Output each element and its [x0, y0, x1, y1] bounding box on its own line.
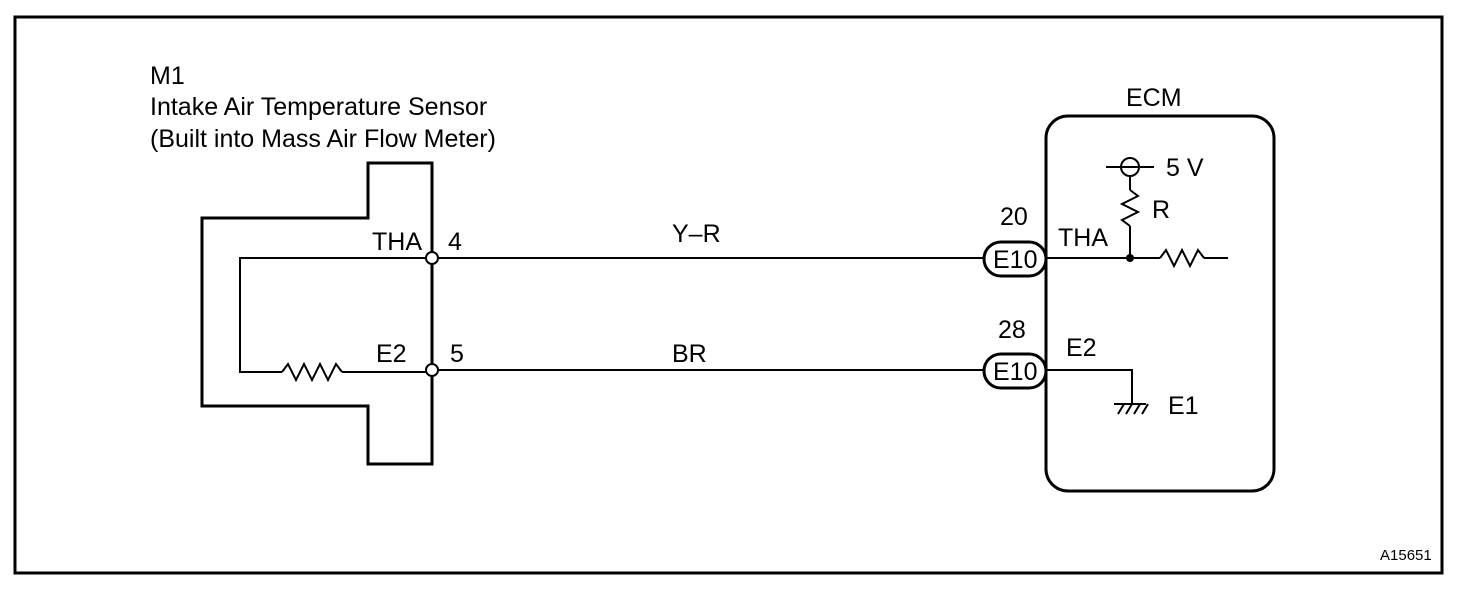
ecm-e2-label: E2: [1066, 334, 1097, 362]
ecm-resistor-label: R: [1152, 196, 1170, 224]
ecm-title: ECM: [1126, 84, 1182, 112]
sensor-pin-4-terminal: [425, 251, 439, 265]
sensor-pin-e2-label: E2: [376, 340, 407, 368]
ecm-box: [1044, 114, 1276, 493]
sensor-code: M1: [150, 62, 185, 90]
sensor-internal-wire: [239, 257, 432, 373]
wire-color-yr: Y–R: [672, 220, 721, 248]
ecm-ground-label: E1: [1168, 392, 1199, 420]
sensor-pin-5-terminal: [425, 363, 439, 377]
ecm-pin-28-number: 28: [998, 316, 1026, 344]
ecm-ground-icon: [1117, 403, 1149, 415]
wire-color-br: BR: [672, 340, 707, 368]
figure-id: A15651: [1380, 547, 1432, 564]
sensor-pin-tha-label: THA: [372, 228, 422, 256]
ecm-supply-voltage: 5 V: [1166, 154, 1204, 182]
ecm-pin-20-number: 20: [1000, 203, 1028, 231]
connector-e10-e2-label: E10: [993, 358, 1037, 386]
connector-e10-tha-label: E10: [993, 246, 1037, 274]
sensor-pin-4-number: 4: [448, 228, 462, 256]
sensor-note: (Built into Mass Air Flow Meter): [150, 125, 496, 153]
ecm-tha-label: THA: [1058, 224, 1108, 252]
ecm-input-resistor: [1159, 247, 1205, 269]
sensor-thermistor: [281, 361, 343, 383]
sensor-body: [200, 161, 434, 466]
ecm-pullup-resistor: [1119, 189, 1141, 227]
sensor-name: Intake Air Temperature Sensor: [150, 93, 487, 121]
diagram-frame: [13, 15, 1444, 575]
ecm-e2-wire: [1046, 369, 1133, 404]
sensor-pin-5-number: 5: [450, 340, 464, 368]
